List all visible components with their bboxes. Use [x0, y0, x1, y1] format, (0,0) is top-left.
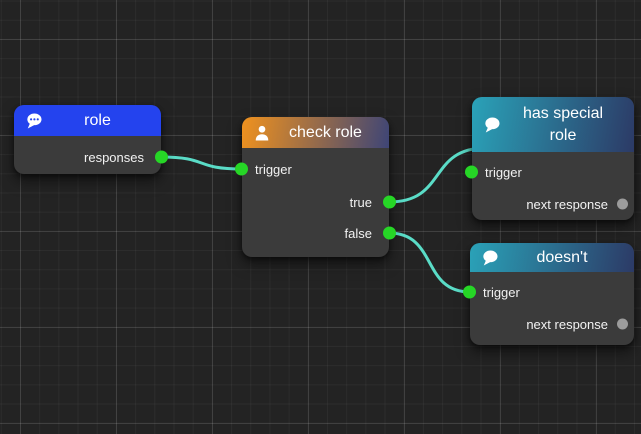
node-header-check-role[interactable]: check role — [242, 117, 389, 148]
node-title: check role — [289, 123, 362, 141]
output-port-next-response: next response — [470, 314, 634, 334]
node-body: trigger next response — [463, 272, 634, 345]
output-socket-responses[interactable] — [155, 150, 168, 164]
output-socket-next-response[interactable] — [617, 318, 628, 330]
output-port-responses: responses — [14, 147, 168, 167]
input-port-trigger: trigger — [235, 159, 389, 179]
node-role[interactable]: role responses — [14, 105, 168, 174]
port-label: false — [344, 225, 372, 241]
output-port-true: true — [242, 192, 396, 212]
port-label: trigger — [255, 161, 292, 177]
output-port-next-response: next response — [472, 194, 634, 214]
output-port-false: false — [242, 223, 396, 243]
speech-bubble-dots-icon — [24, 111, 44, 131]
input-port-trigger: trigger — [463, 282, 634, 302]
node-header-role[interactable]: role — [14, 105, 161, 136]
node-header-has-special-role[interactable]: has special role — [472, 97, 634, 152]
node-title: role — [84, 111, 111, 129]
node-body: responses — [14, 136, 168, 174]
port-label: trigger — [485, 164, 522, 180]
input-socket-trigger[interactable] — [465, 165, 478, 179]
node-title: has special role — [522, 104, 604, 144]
input-port-trigger: trigger — [465, 162, 634, 182]
port-label: responses — [84, 149, 144, 165]
connection-wire-role.responses-to-check-role.trigger[interactable] — [159, 155, 244, 171]
port-label: next response — [526, 316, 608, 332]
output-socket-next-response[interactable] — [617, 198, 628, 210]
node-title: doesn't — [536, 248, 588, 266]
input-socket-trigger[interactable] — [235, 162, 248, 176]
node-header-doesnt[interactable]: doesn't — [470, 243, 634, 272]
output-socket-true[interactable] — [383, 195, 396, 209]
node-check-role[interactable]: check role trigger true false — [235, 117, 396, 257]
port-label: true — [349, 194, 372, 210]
connection-wire-check-role.false-to-doesnt.trigger[interactable] — [387, 231, 472, 294]
node-doesnt[interactable]: doesn't trigger next response — [463, 243, 634, 345]
output-socket-false[interactable] — [383, 226, 396, 240]
port-label: next response — [526, 196, 608, 212]
speech-bubble-icon — [480, 248, 500, 268]
user-icon — [252, 123, 272, 143]
connection-wire-check-role.true-to-has-special-role.trigger[interactable] — [387, 146, 488, 204]
port-label: trigger — [483, 284, 520, 300]
input-socket-trigger[interactable] — [463, 285, 476, 299]
node-body: trigger true false — [235, 148, 396, 257]
speech-bubble-icon — [482, 115, 502, 135]
